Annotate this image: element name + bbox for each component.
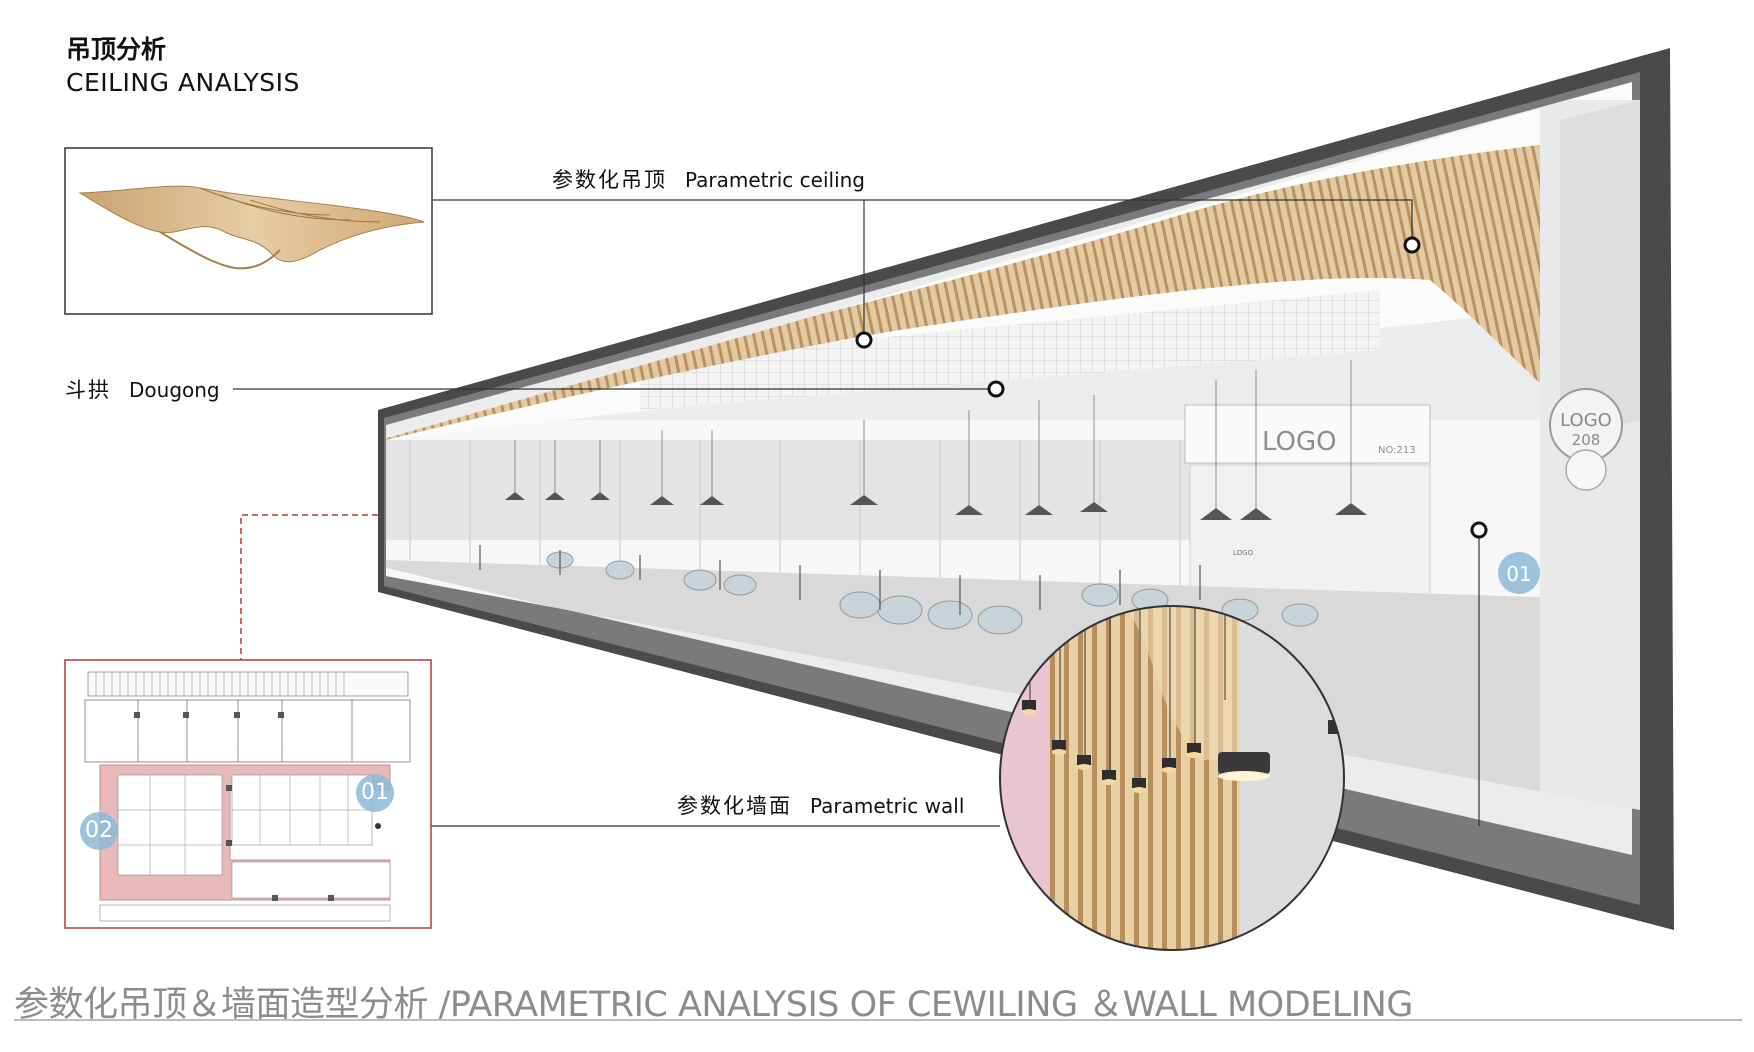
- footer-divider: [14, 1019, 1742, 1021]
- footer-caption: 参数化吊顶＆墙面造型分析 /PARAMETRIC ANALYSIS OF CEW…: [14, 985, 1413, 1025]
- callout-parametric-ceiling: 参数化吊顶 Parametric ceiling: [552, 164, 865, 194]
- callout-parametric-ceiling-en: Parametric ceiling: [685, 168, 865, 192]
- counter-number: NO:213: [1378, 445, 1416, 456]
- parametric-ceiling-thumbnail: [64, 147, 433, 315]
- callout-dots: [855, 236, 1488, 539]
- plan-marker-01: 01: [356, 774, 394, 812]
- page-title-cn: 吊顶分析: [66, 35, 167, 64]
- badge-number: 208: [1572, 431, 1601, 449]
- leader-lines: [233, 199, 1480, 827]
- page-title-en: CEILING ANALYSIS: [66, 68, 300, 97]
- callout-dougong-cn: 斗拱: [65, 378, 111, 402]
- counter-logo: LOGO: [1233, 549, 1254, 557]
- callout-dougong-en: Dougong: [129, 378, 220, 402]
- plan-marker-02: 02: [80, 812, 118, 850]
- logo-main-sign: LOGO: [1262, 427, 1337, 457]
- callout-dougong: 斗拱 Dougong: [65, 374, 220, 404]
- callout-parametric-ceiling-cn: 参数化吊顶: [552, 168, 667, 192]
- callout-parametric-wall-cn: 参数化墙面: [677, 794, 792, 818]
- badge-logo: LOGO: [1560, 410, 1612, 431]
- perspective-view: LOGO NO:213 LOGO LOGO 208 01: [378, 48, 1674, 951]
- callout-parametric-wall-en: Parametric wall: [810, 794, 965, 818]
- callout-parametric-wall: 参数化墙面 Parametric wall: [677, 790, 964, 820]
- plan-connector: [240, 514, 378, 660]
- view-marker-01: 01: [1506, 562, 1531, 586]
- floor-plan: [64, 659, 432, 929]
- hanging-logo-badge: LOGO 208: [1549, 388, 1623, 491]
